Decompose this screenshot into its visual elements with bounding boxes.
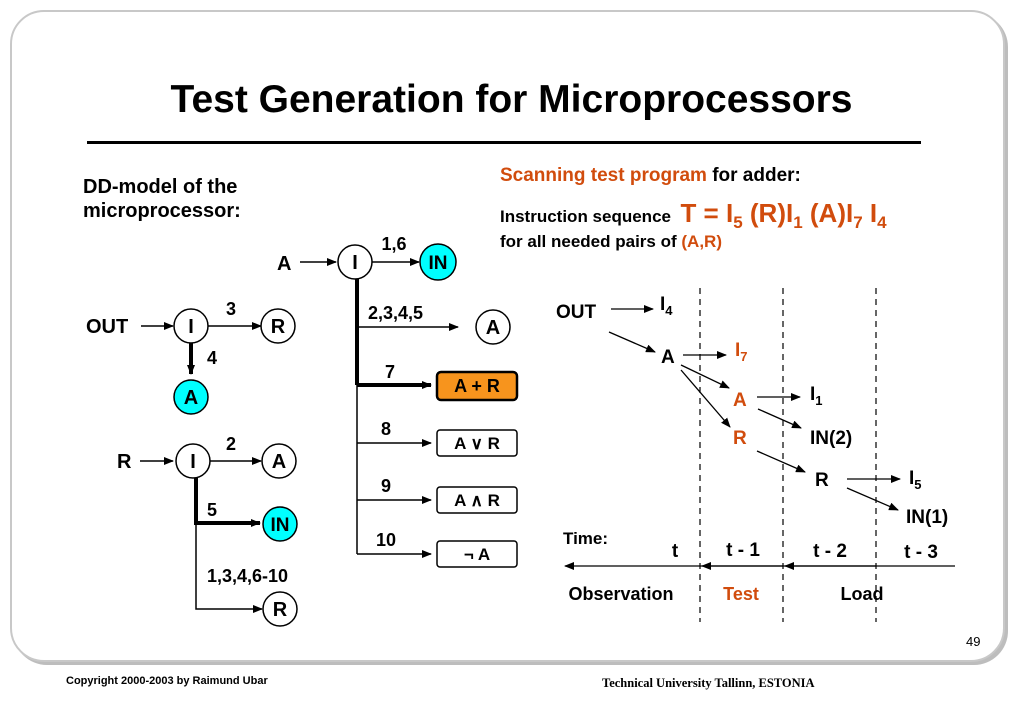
tl-r2: R [815, 470, 829, 491]
a-leaf-a [475, 309, 511, 345]
r-leaf-r [262, 591, 298, 627]
tl-arrow-r-in1 [846, 487, 899, 511]
sequence-formula: T = I5 (R)I1 (A)I7 I4 [680, 198, 887, 233]
dd-model-label-line2: microprocessor: [83, 200, 241, 222]
a-branch-8-label: 8 [381, 419, 391, 439]
a-leaf-or-label: A ∨ R [454, 434, 500, 453]
scan-heading: Scanning test program for adder: [500, 165, 801, 187]
r-edge-bottom-label: 1,3,4,6-10 [207, 566, 288, 586]
out-edge-down-label: 4 [207, 348, 217, 368]
r-edge-bottom [195, 523, 263, 613]
a-node-i-label: I [352, 252, 358, 274]
a-leaf-and-label: A ∧ R [454, 491, 500, 510]
scan-heading-black: for adder: [706, 165, 801, 186]
a-leaf-or [436, 429, 518, 457]
time-t2: t - 2 [813, 541, 847, 562]
out-leaf-r-label: R [271, 316, 286, 338]
a-leaf-in [419, 243, 457, 281]
out-leaf-r [260, 308, 296, 344]
a-leaf-in-label: IN [429, 253, 448, 274]
page-number: 49 [966, 634, 981, 649]
dd-a-tree: A I 1,6 IN 2,3,4,5 A 7 A + R 8 A ∨ R 9 A… [277, 234, 519, 568]
r-leaf-r-label: R [273, 599, 288, 621]
out-leaf-a-label: A [184, 387, 198, 409]
instruction-sequence-label: Instruction sequence [500, 207, 671, 226]
tl-r1: R [733, 428, 747, 449]
r-leaf-in [262, 506, 298, 542]
r-leaf-a-label: A [272, 451, 286, 473]
tl-arrow-a-a [680, 364, 730, 389]
a-leaf-and [436, 486, 518, 514]
r-leaf-a [261, 443, 297, 479]
out-edge-right-label: 3 [226, 299, 236, 319]
tl-a2: A [733, 390, 747, 411]
dd-model-label: DD-model of the microprocessor: [83, 175, 241, 223]
tl-arrow-a-r [680, 369, 731, 428]
out-root-label: OUT [86, 316, 128, 338]
institution-text: Technical University Tallinn, ESTONIA [602, 676, 815, 690]
r-edge-down [194, 478, 261, 527]
a-branch-9-label: 9 [381, 476, 391, 496]
time-t0: t [672, 541, 679, 562]
tl-i5: I5 [909, 468, 922, 492]
dd-model-label-line1: DD-model of the [83, 176, 238, 198]
r-edge-right-label: 2 [226, 434, 236, 454]
r-root-label: R [117, 451, 132, 473]
a-leaf-not-label: ¬ A [464, 545, 490, 564]
title-underline [87, 141, 921, 144]
dd-r-tree: R I 2 A 5 IN 1,3,4,6-10 R [117, 434, 298, 627]
tl-a1: A [661, 347, 675, 368]
a-branch-10-label: 10 [376, 530, 396, 550]
phase-test: Test [723, 584, 759, 604]
tl-i1: I1 [810, 384, 823, 408]
out-node-i-label: I [188, 316, 194, 338]
slide-title: Test Generation for Microprocessors [170, 78, 853, 121]
a-leaf-add [435, 370, 519, 402]
tl-i4: I4 [660, 294, 673, 318]
a-root-label: A [277, 253, 291, 275]
r-edge-down-label: 5 [207, 500, 217, 520]
dd-out-tree: OUT I 3 R 4 A [86, 299, 296, 415]
tl-arrow-r-r [756, 450, 806, 473]
a-branch-7-label: 7 [385, 362, 395, 382]
a-branch-2345-label: 2,3,4,5 [368, 303, 423, 323]
a-leaf-add-label: A + R [454, 376, 500, 396]
tl-arrow-out-a [608, 331, 656, 353]
a-leaf-a-label: A [486, 317, 500, 339]
tl-arrow-a-in2 [757, 408, 802, 429]
copyright-text: Copyright 2000-2003 by Raimund Ubar [66, 675, 268, 687]
r-node-i-label: I [190, 451, 196, 473]
a-edge-right-label: 1,6 [381, 234, 406, 254]
pairs-line: for all needed pairs of (A,R) [500, 232, 722, 251]
time-label: Time: [563, 529, 608, 548]
scan-heading-red: Scanning test program [500, 165, 707, 186]
tl-i7: I7 [735, 340, 748, 364]
tl-in1: IN(1) [906, 507, 948, 528]
time-t1: t - 1 [726, 540, 760, 561]
a-leaf-not [436, 540, 518, 568]
phase-load: Load [841, 584, 884, 604]
timeline-diagram: OUT I4 A I7 A I1 R IN(2) R I5 IN(1) Time… [556, 288, 955, 622]
tl-in2: IN(2) [810, 428, 852, 449]
instruction-sequence-line: Instruction sequence T = I5 (R)I1 (A)I7 … [500, 198, 887, 233]
time-t3: t - 3 [904, 542, 938, 563]
tl-out: OUT [556, 302, 597, 323]
r-leaf-in-label: IN [271, 515, 290, 536]
out-leaf-a [173, 379, 209, 415]
phase-observation: Observation [568, 584, 673, 604]
